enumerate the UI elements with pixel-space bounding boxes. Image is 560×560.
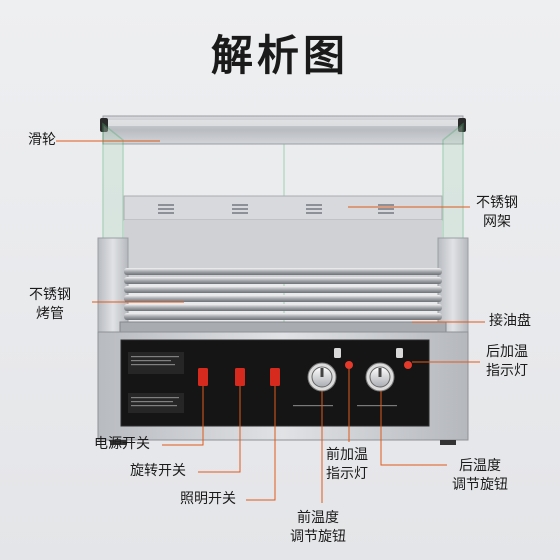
rear-temperature-knob [365,362,395,392]
label-rear-knob: 后温度 调节旋钮 [452,458,508,493]
callout-lines [56,140,485,503]
housing-right [437,237,469,339]
rear-indicator-light [404,361,412,369]
label-front-knob: 前温度 调节旋钮 [290,510,346,545]
label-front-indicator: 前加温 指示灯 [326,447,368,482]
label-heating-tube: 不锈钢 烤管 [29,287,71,322]
front-indicator-light [345,361,353,369]
front-temperature-knob [307,362,337,392]
label-mesh-rack: 不锈钢 网架 [476,195,518,230]
label-rear-indicator: 后加温 指示灯 [486,344,528,379]
pulley-right [458,118,466,132]
heating-rollers [124,268,442,320]
label-rotate-switch: 旋转开关 [130,463,186,479]
page-title: 解析图 [210,31,349,80]
drip-tray [119,321,447,333]
label-light-switch: 照明开关 [180,491,236,507]
rocker-switches [198,368,280,386]
housing-left [97,237,129,339]
label-pulley: 滑轮 [28,132,56,148]
pulley-left [100,118,108,132]
label-drip-tray: 接油盘 [489,313,531,329]
label-power-switch: 电源开关 [94,436,150,452]
